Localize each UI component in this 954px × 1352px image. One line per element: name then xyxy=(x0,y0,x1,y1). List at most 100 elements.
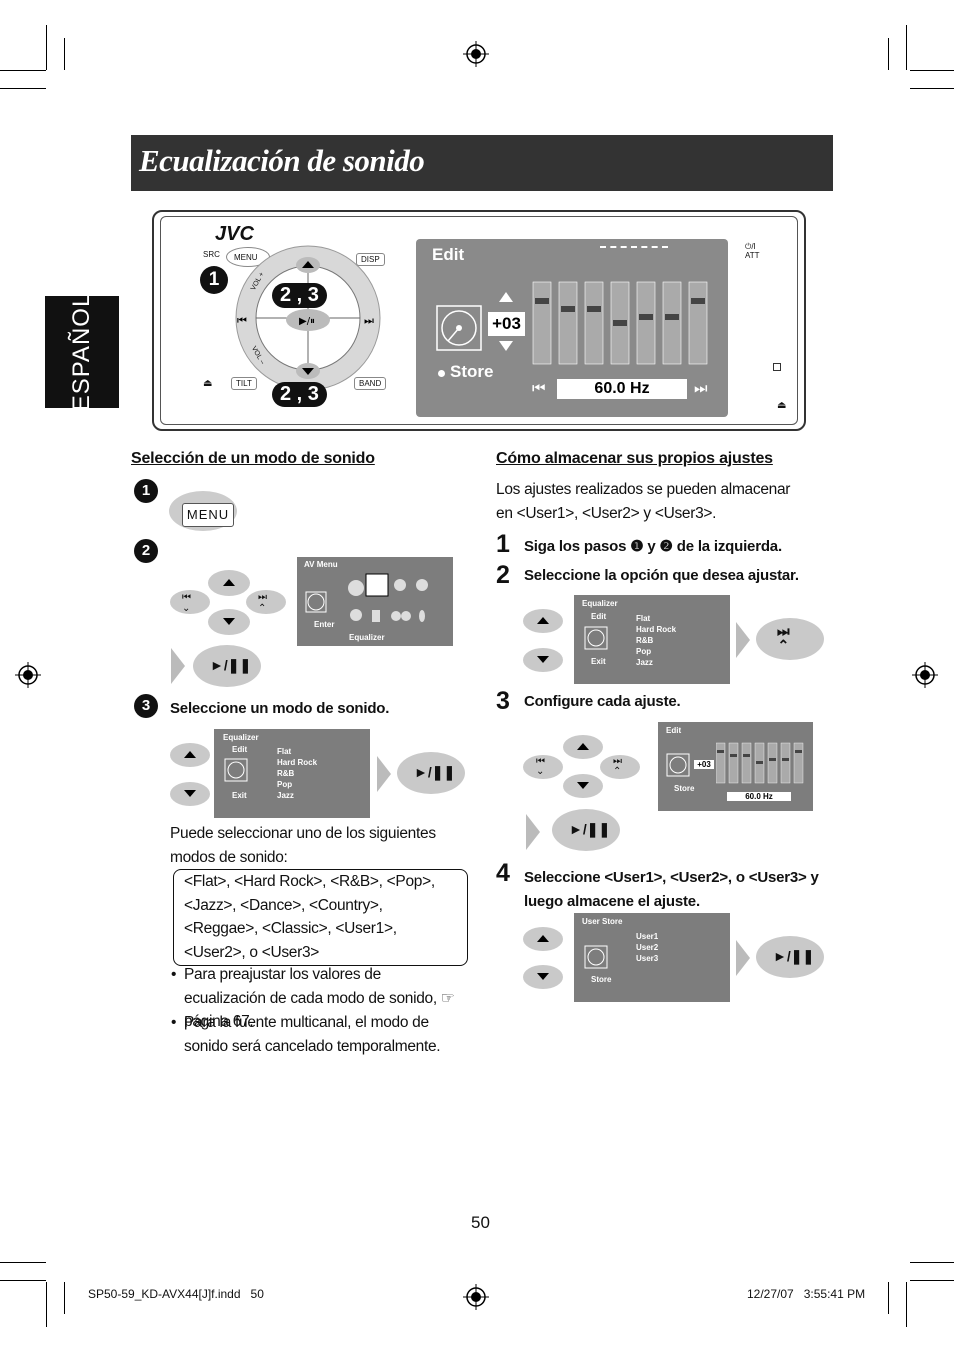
registration-mark-icon xyxy=(463,41,489,67)
bullet-2: Para la fuente multicanal, el modo de so… xyxy=(184,1014,441,1055)
eq-screen-edit: Edit xyxy=(232,745,248,754)
arrow-right-icon xyxy=(171,648,185,684)
down-arrow-icon xyxy=(577,782,589,789)
svg-text:⏭: ⏭ xyxy=(364,314,374,327)
eq-list-item-selected[interactable]: R&B xyxy=(277,769,295,778)
eq-list-item[interactable]: Flat xyxy=(277,747,292,756)
eq-list-item[interactable]: Hard Rock xyxy=(636,625,677,634)
eq-list-item[interactable]: Hard Rock xyxy=(277,758,318,767)
av-menu-screen xyxy=(297,557,453,646)
user-store-store: Store xyxy=(591,975,612,984)
language-label: ESPAÑOL xyxy=(68,292,95,412)
eq-screen-exit: Exit xyxy=(591,657,606,666)
arrow-right-icon xyxy=(377,756,391,792)
equalizer-screen xyxy=(214,729,370,818)
bullet-1: Para preajustar los valores de ecualizac… xyxy=(184,966,455,1030)
disc-icon xyxy=(224,758,248,782)
play-pause-button[interactable] xyxy=(756,936,824,978)
next-button[interactable] xyxy=(756,618,824,660)
crop-mark xyxy=(46,25,47,70)
eq-list-item[interactable]: Pop xyxy=(277,780,293,789)
title-bar: Ecualización de sonido xyxy=(131,135,833,191)
disc-icon xyxy=(666,753,690,777)
play-pause-button[interactable] xyxy=(397,752,465,794)
callout-2-3-bottom: 2 , 3 xyxy=(272,382,327,407)
eq-list-item-selected[interactable]: R&B xyxy=(636,636,654,645)
bullet-mark: • xyxy=(171,966,177,983)
equalizer-screen xyxy=(574,595,730,684)
eq-list-item[interactable]: Jazz xyxy=(636,658,653,667)
down-arrow-icon xyxy=(537,973,549,980)
band-button[interactable]: BAND xyxy=(354,377,387,390)
footer-file: SP50-59_KD-AVX44[J]f.indd 50 xyxy=(88,1287,264,1301)
power-att-button[interactable]: ⏻/I ATT xyxy=(745,242,760,260)
play-pause-icon: ►/❚❚ xyxy=(773,948,815,964)
next-icon: ⏭⌃ xyxy=(777,623,790,653)
next-button[interactable] xyxy=(246,590,286,614)
user-list-item-selected[interactable]: User3 xyxy=(636,954,659,963)
user-list-item[interactable]: User2 xyxy=(636,943,659,952)
right-step-4: Seleccione <User1>, <User2>, o <User3> y… xyxy=(524,869,819,910)
disc-icon xyxy=(436,305,482,351)
step-number: 2 xyxy=(496,561,510,589)
svg-text:⏮: ⏮ xyxy=(237,314,247,327)
edit-screen-title: Edit xyxy=(666,726,682,735)
lcd-store-label: Store xyxy=(450,362,494,381)
next-icon: ⏭⌃ xyxy=(258,592,267,614)
src-label: SRC xyxy=(203,250,220,259)
user-store-screen xyxy=(574,913,730,1002)
crop-mark xyxy=(64,1282,65,1314)
eq-list: Flat Hard Rock R&B Pop Jazz xyxy=(636,613,710,668)
lcd-signal-bars xyxy=(600,246,668,249)
eq-bars xyxy=(532,281,708,365)
brand-logo: JVC xyxy=(215,223,254,245)
crop-mark xyxy=(910,88,954,89)
page-number: 50 xyxy=(471,1213,490,1232)
prev-button[interactable] xyxy=(170,590,210,614)
prev-button[interactable] xyxy=(523,755,563,779)
svg-text:▶/⏸: ▶/⏸ xyxy=(299,316,315,327)
play-pause-button[interactable] xyxy=(193,645,261,687)
eq-screen-exit: Exit xyxy=(232,791,247,800)
next-icon: ⏭⌃ xyxy=(613,756,622,777)
menu-button-label: MENU xyxy=(182,503,234,527)
step-1-marker: 1 xyxy=(134,479,158,503)
eject-icon[interactable]: ⏏ xyxy=(203,378,213,389)
user-store-title: User Store xyxy=(582,917,623,926)
arrow-right-icon xyxy=(736,622,750,658)
step-number: 4 xyxy=(496,859,510,887)
up-arrow-icon xyxy=(499,292,513,302)
right-section-heading: Cómo almacenar sus propios ajustes xyxy=(496,450,773,467)
modes-intro: Puede seleccionar uno de los siguientes … xyxy=(170,825,436,866)
next-button[interactable] xyxy=(600,755,640,779)
registration-mark-icon xyxy=(463,1284,489,1310)
eq-list-item[interactable]: Flat xyxy=(636,614,651,623)
eq-list: Flat Hard Rock R&B Pop Jazz xyxy=(277,746,351,801)
crop-mark xyxy=(0,70,46,71)
lcd-next-icon: ⏭ xyxy=(694,380,708,397)
arrow-right-icon xyxy=(736,940,750,976)
step-2-marker: 2 xyxy=(134,539,158,563)
up-arrow-icon xyxy=(577,743,589,750)
step-number: 3 xyxy=(496,687,510,715)
crop-mark xyxy=(64,38,65,70)
tilt-button[interactable]: TILT xyxy=(231,377,257,390)
lcd-prev-icon: ⏮ xyxy=(532,380,546,397)
disp-button[interactable]: DISP xyxy=(356,253,385,266)
eq-bars xyxy=(716,742,804,784)
user-list-item[interactable]: User1 xyxy=(636,932,659,941)
play-pause-icon: ►/❚❚ xyxy=(569,821,611,837)
control-dial[interactable]: ▶/⏸ ⏮ ⏭ xyxy=(233,243,383,393)
open-icon[interactable]: ⏏ xyxy=(777,400,787,411)
play-pause-button[interactable] xyxy=(552,809,620,851)
footer-date: 12/27/07 3:55:41 PM xyxy=(747,1287,866,1301)
left-section-heading: Selección de un modo de sonido xyxy=(131,450,375,467)
disc-icon xyxy=(584,945,608,969)
lcd-store-dot xyxy=(438,370,445,377)
crop-mark xyxy=(888,38,889,70)
eq-list-item[interactable]: Jazz xyxy=(277,791,294,800)
up-arrow-icon xyxy=(223,579,235,586)
crop-mark xyxy=(910,1280,954,1281)
eq-list-item[interactable]: Pop xyxy=(636,647,652,656)
av-menu-caption: Equalizer xyxy=(349,633,385,642)
